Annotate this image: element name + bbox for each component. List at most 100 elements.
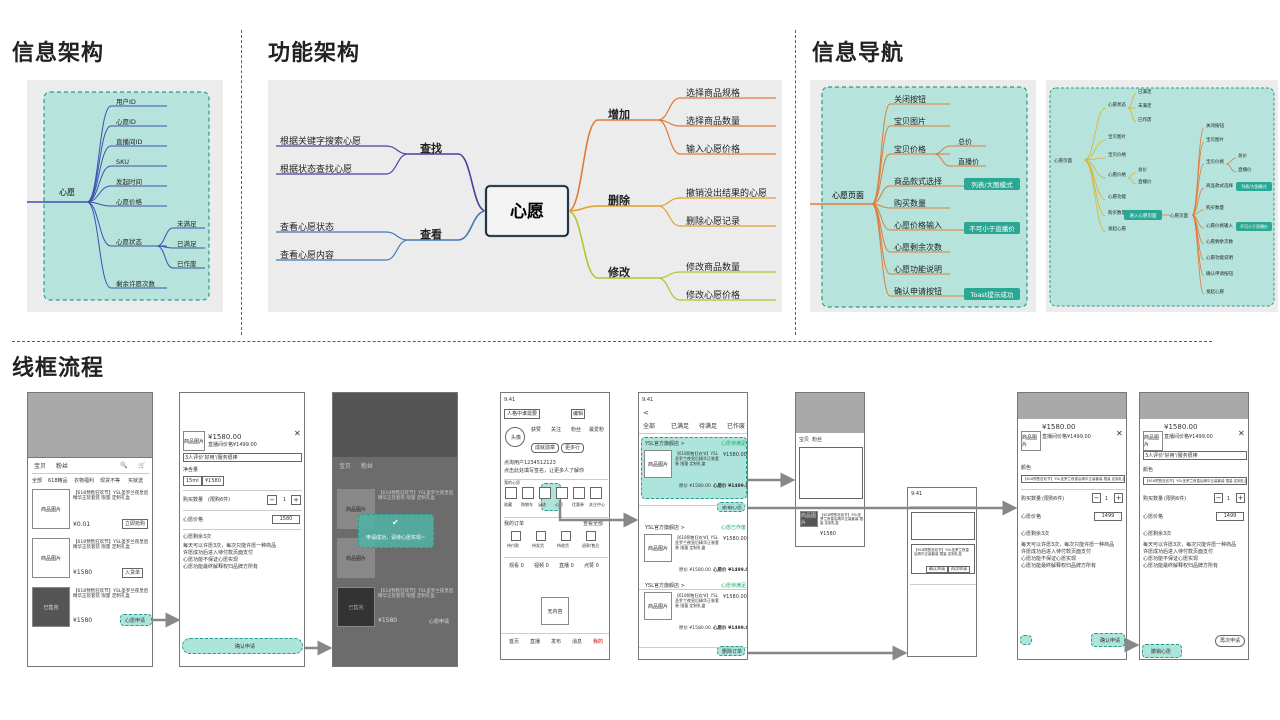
wire-final-sheet: 商品图片 ¥1580.00 直播间价格¥1499.00 ✕ 3人评价'好用'/服… xyxy=(1139,392,1249,660)
func-arch-leaf: 修改商品数量 xyxy=(686,261,740,273)
wish-price-input[interactable]: 1580 xyxy=(272,515,300,524)
close-icon[interactable]: ✕ xyxy=(1238,429,1245,438)
func-arch-leaf: 根据状态查找心愿 xyxy=(280,163,352,175)
count-label: 视频 0 xyxy=(534,563,549,569)
info-nav-item: 心愿剩余次数 xyxy=(894,242,942,252)
list-tab[interactable]: 已作废 xyxy=(727,423,746,430)
withdraw-wish-button[interactable]: 撤销心愿 xyxy=(717,502,745,512)
nav2-right-item: 心愿功能说明 xyxy=(1206,254,1233,261)
grid-icon[interactable] xyxy=(539,487,551,499)
count-label: 直播 0 xyxy=(559,563,574,569)
wire-detail: 宝贝 粉丝 商品图片 【618预售狂欢节】YSL圣罗兰夜皇后精华正装套装 限量 … xyxy=(795,392,865,547)
spec-select[interactable]: 3人评价'好用'/服务很棒 xyxy=(183,453,302,462)
info-arch-leaf: 发起时间 xyxy=(116,177,142,186)
order-icon[interactable] xyxy=(536,531,546,541)
minus-button[interactable]: − xyxy=(267,495,277,505)
wish-row: 心愿价 ¥1499.00 xyxy=(713,484,748,489)
empty-state-image: 无内容 xyxy=(541,597,569,625)
price-row: 原价 ¥1580.00 xyxy=(679,626,711,631)
plus-button[interactable]: + xyxy=(291,495,301,505)
product-price: ¥0.01 xyxy=(73,521,91,528)
filter-618[interactable]: 618精品 xyxy=(48,478,68,484)
bottom-tab[interactable]: 发布 xyxy=(551,639,562,645)
order-label: 退款/售后 xyxy=(582,543,600,548)
info-nav-item: 确认申请按钮 xyxy=(894,286,942,296)
info-arch-status: 已满足 xyxy=(177,239,197,248)
nav2-left-item: 已满足 xyxy=(1138,88,1152,95)
bottom-tab[interactable]: 直播 xyxy=(530,639,541,645)
close-icon[interactable]: ✕ xyxy=(294,429,301,438)
filter-all[interactable]: 全部 xyxy=(32,478,43,484)
cart-icon[interactable]: 🛒 xyxy=(138,462,146,469)
close-icon[interactable]: ✕ xyxy=(1116,429,1123,438)
success-toast: ✔ 申请成功，请待心愿实现~ xyxy=(358,514,434,548)
buy-button[interactable]: 立即抢购 xyxy=(122,519,149,529)
shop-name[interactable]: YSL官方旗舰店 > xyxy=(645,525,685,531)
search-icon[interactable]: 🔍 xyxy=(120,462,128,469)
grid-icon[interactable] xyxy=(573,487,585,499)
price-row: 原价 ¥1580.00 xyxy=(679,484,711,489)
shop-name[interactable]: YSL官方旗舰店 > xyxy=(645,583,685,589)
cancel-wish-selected[interactable]: 撤销心愿 xyxy=(1142,644,1182,658)
grid-icon[interactable] xyxy=(556,487,568,499)
func-arch-leaf: 查看心愿内容 xyxy=(280,249,334,261)
bottom-tab[interactable]: 消息 xyxy=(572,639,583,645)
tab-baby[interactable]: 宝贝 xyxy=(34,463,47,470)
reapply-button[interactable]: 再次申请 xyxy=(1215,635,1246,647)
delete-order-button[interactable]: 删除订单 xyxy=(717,646,745,656)
wish-thumb[interactable]: 商品图片 xyxy=(644,592,672,620)
grid-label: 关注中心 xyxy=(589,502,605,507)
info-arch-root: 心愿 xyxy=(59,188,75,197)
product-image[interactable]: 商品图片 xyxy=(32,489,70,529)
wish-status: 心愿待满足 xyxy=(721,583,747,589)
wish-thumb[interactable]: 商品图片 xyxy=(644,450,672,478)
func-arch-leaf: 查看心愿状态 xyxy=(280,221,334,233)
order-icon[interactable] xyxy=(511,531,521,541)
func-arch-leaf: 撤销没出结果的心愿 xyxy=(686,187,767,199)
shop-name[interactable]: YSL官方旗舰店 > xyxy=(645,441,685,447)
back-icon[interactable]: < xyxy=(643,409,649,417)
product-image-2[interactable]: 商品图片 xyxy=(32,538,70,578)
grid-icon[interactable] xyxy=(505,487,517,499)
confirm-apply-button[interactable]: 确认申请 xyxy=(182,638,303,654)
grid-icon[interactable] xyxy=(522,487,534,499)
wire-wish-sheet: 商品图片 ¥1580.00 直播间价格¥1499.00 ✕ 3人评价'好用'/服… xyxy=(179,392,305,667)
grid-icon[interactable] xyxy=(590,487,602,499)
heading-info-nav: 信息导航 xyxy=(812,41,905,66)
info-arch-leaf: 心愿价格 xyxy=(116,197,143,206)
filter-stock[interactable]: 现货不等 xyxy=(100,478,121,484)
list-tab[interactable]: 待满足 xyxy=(699,423,718,430)
nav2-left-branch: 宝贝价格 xyxy=(1108,151,1126,158)
wish-apply-button[interactable]: 心愿申请 xyxy=(120,614,152,626)
grid-label: 优惠券 xyxy=(572,502,584,507)
list-tab[interactable]: 全部 xyxy=(643,423,656,430)
info-nav-panel: 心愿页面 关闭按钮宝贝图片宝贝价格商品款式选择购买数量心愿价格输入心愿剩余次数心… xyxy=(810,80,1036,312)
bottom-tab[interactable]: 我的 xyxy=(593,639,604,645)
tab-fans[interactable]: 粉丝 xyxy=(56,463,69,470)
grid-label: 心愿 xyxy=(555,502,563,507)
info-nav-price-child: 总价 xyxy=(958,137,972,146)
nav2-right-item: 宝贝图片 xyxy=(1206,136,1224,143)
sold-out-image[interactable]: 已售完 xyxy=(32,587,70,627)
nav2-left-item: 总价 xyxy=(1138,166,1147,173)
heading-info-arch: 信息架构 xyxy=(12,41,105,66)
avatar[interactable]: 头像 xyxy=(505,427,525,447)
nav2-right-center: 心愿页面 xyxy=(1170,212,1188,219)
separator xyxy=(639,505,747,506)
filter-clothes[interactable]: 衣物福利 xyxy=(74,478,95,484)
nav2-right-item: 心愿剩余次数 xyxy=(1206,238,1233,245)
func-arch-center: 心愿 xyxy=(510,202,544,222)
bottom-tab[interactable]: 首页 xyxy=(509,639,520,645)
order-icon[interactable] xyxy=(561,531,571,541)
wish-row: 心愿价 ¥1499.00 xyxy=(713,626,748,631)
nav2-right-sub: 总价 xyxy=(1238,152,1247,159)
filter-gift[interactable]: 买就送 xyxy=(128,478,144,484)
apply-button-selected[interactable]: 确认申请 xyxy=(1091,633,1125,647)
add-cart-button[interactable]: 入货单 xyxy=(122,568,144,578)
wish-desc: 【618预售狂欢节】YSL圣罗兰夜皇后精华正装套装 限量 定制礼盒 xyxy=(675,451,719,466)
back-button-selected[interactable] xyxy=(1020,635,1032,645)
wish-thumb[interactable]: 商品图片 xyxy=(644,534,672,562)
order-icon[interactable] xyxy=(586,531,596,541)
list-tab[interactable]: 已满足 xyxy=(671,423,690,430)
